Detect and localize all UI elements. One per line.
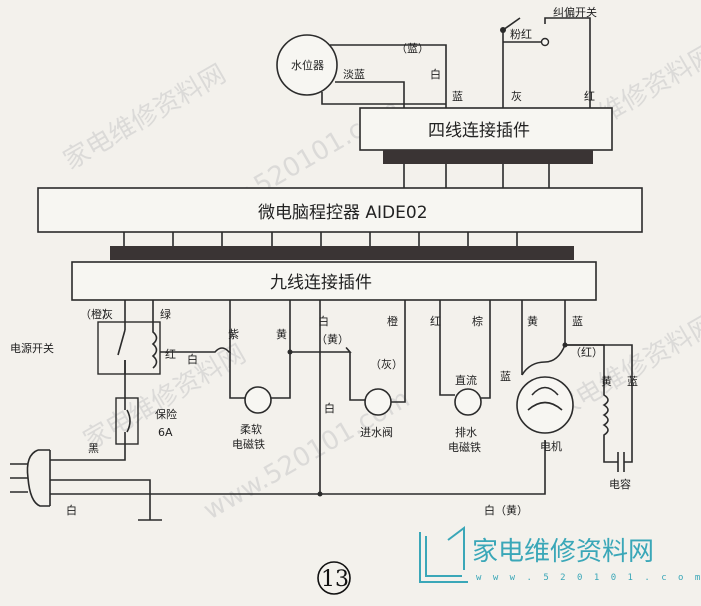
- watermark-brand: 家电维修资料网: [59, 59, 232, 176]
- wire-blue-sensor: [330, 44, 447, 108]
- power-switch-coil-icon: [151, 300, 158, 369]
- wire-label-paren-blue: （蓝）: [396, 42, 429, 55]
- wire-white-sensor: [321, 92, 446, 105]
- capacitor-icon: [617, 452, 625, 472]
- wire-yellow-bus: [289, 300, 365, 401]
- four-wire-connector-label: 四线连接插件: [428, 121, 530, 141]
- wire-label-blue: 蓝: [452, 90, 463, 103]
- wire-label-paren-yellow: （黄）: [316, 332, 349, 346]
- wire-label-red-drain: 红: [430, 315, 441, 328]
- ground-wire-icon: [50, 479, 162, 521]
- wire-label-grey: 灰: [511, 89, 522, 103]
- wire-label-brown: 棕: [472, 314, 483, 328]
- wire-label-black: 黑: [88, 442, 99, 455]
- brand-logo: 家电维修资料网 w w w . 5 2 0 1 0 1 . c o m: [419, 526, 701, 583]
- motor-coil-icon: [565, 344, 618, 463]
- wire-purple-power: [160, 300, 231, 353]
- brand-book-icon: [419, 526, 468, 583]
- wire-lightblue-sensor: [335, 81, 405, 108]
- water-level-sensor-label: 水位器: [291, 58, 324, 72]
- wire-black-fuse: [50, 444, 126, 461]
- four-wire-connector-plug: [383, 150, 593, 164]
- brand-name: 家电维修资料网: [472, 537, 654, 567]
- water-level-sensor-icon: [276, 34, 338, 96]
- controller-box: [37, 187, 643, 233]
- wire-brown-drain: [481, 300, 491, 399]
- plug-body-icon: [26, 449, 50, 507]
- plug-prongs-icon: [10, 463, 28, 493]
- wire-label-yellow-motor: 黄: [527, 314, 538, 328]
- soft-solenoid-label-1: 柔软: [240, 422, 262, 436]
- wire-label-yellow-coil: 黄: [601, 374, 612, 388]
- wire-label-white-yellow: 白（黄）: [484, 503, 528, 517]
- figure-number-circle: [317, 561, 351, 595]
- wire-red-drain: [439, 300, 455, 396]
- wire-label-white-main: 白: [318, 314, 329, 328]
- wire-label-orange: 橙: [387, 314, 398, 328]
- drain-solenoid-icon: [454, 388, 482, 416]
- wire-white-neutral: [50, 440, 546, 495]
- motor-label: 电机: [540, 439, 562, 453]
- power-switch-label: 电源开关: [10, 341, 54, 355]
- capacitor-label: 电容: [609, 477, 631, 491]
- wire-label-blue-motor: 蓝: [572, 315, 583, 328]
- wire-label-dc: 直流: [455, 373, 477, 387]
- wire-label-pinkred: 粉红: [510, 28, 532, 41]
- wire-label-lightblue: 淡蓝: [343, 68, 365, 81]
- wire-label-yellow-solenoid: 黄: [276, 327, 287, 341]
- wire-label-purple: 紫: [228, 328, 239, 341]
- unbalance-switch-label: 纠偏开关: [553, 5, 597, 19]
- wire-label-white-power: 白: [187, 352, 198, 366]
- power-switch-blade-icon: [117, 329, 126, 356]
- wire-label-white-lower: 白: [324, 401, 335, 415]
- controller-label: 微电脑程控器 AIDE02: [258, 203, 428, 223]
- figure-number: 13: [321, 567, 349, 592]
- wire-red-switch: [544, 17, 591, 108]
- wire-label-paren-orange: （橙）: [80, 307, 113, 321]
- nine-wire-connector: [71, 261, 597, 301]
- wire-label-white-neutral: 白: [66, 503, 77, 517]
- motor-icon: [516, 376, 574, 434]
- four-wire-pins: [403, 164, 550, 188]
- nine-wire-connector-plug: [110, 246, 574, 260]
- drain-solenoid-label-2: 电磁铁: [448, 441, 481, 454]
- wire-orange-valve: [391, 300, 406, 403]
- wire-label-paren-red: （红）: [570, 346, 603, 359]
- wire-label-paren-grey: （灰）: [370, 357, 403, 371]
- switch-blade-icon: [502, 17, 521, 31]
- nine-wire-connector-label: 九线连接插件: [270, 273, 372, 293]
- wire-label-green: 绿: [160, 307, 171, 321]
- brand-url: w w w . 5 2 0 1 0 1 . c o m: [476, 573, 701, 583]
- drain-solenoid-label-1: 排水: [455, 425, 477, 439]
- wire-label-white: 白: [430, 67, 441, 81]
- inlet-valve-label: 进水阀: [360, 425, 393, 439]
- soft-solenoid-icon: [244, 386, 272, 414]
- wire-label-blue-motor-2: 蓝: [500, 370, 511, 383]
- wire-label-red: 红: [584, 90, 595, 103]
- fuse-box: [115, 397, 139, 445]
- four-wire-connector: [359, 107, 613, 151]
- wire-label-red-power: 红: [165, 348, 176, 361]
- soft-solenoid-label-2: 电磁铁: [232, 438, 265, 451]
- fuse-icon: [124, 374, 131, 444]
- nine-wire-pins-top: [123, 232, 518, 246]
- power-switch-box: [97, 321, 161, 375]
- fuse-label: 保险: [155, 407, 177, 421]
- fuse-rating: 6A: [158, 426, 173, 439]
- wire-label-grey-power: 灰: [102, 307, 113, 321]
- wire-label-blue-coil: 蓝: [627, 375, 638, 388]
- switch-terminal-icon: [540, 37, 550, 47]
- inlet-valve-icon: [364, 388, 392, 416]
